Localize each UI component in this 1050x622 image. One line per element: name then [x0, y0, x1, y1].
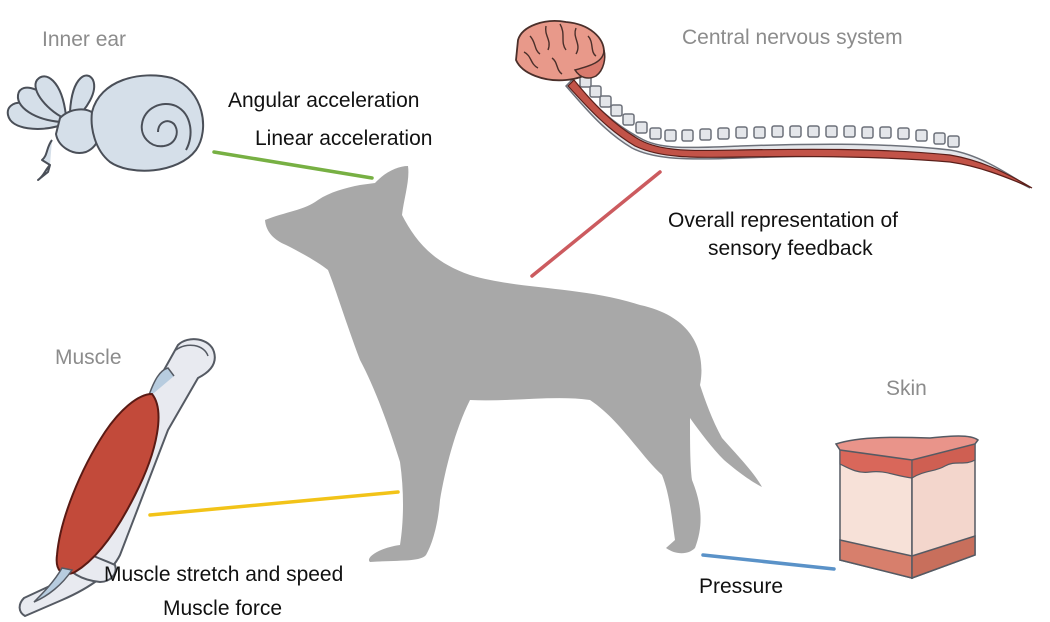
inner-ear-title: Inner ear — [42, 28, 127, 51]
connector-cns — [530, 170, 662, 278]
caption-overall-representation: Overall representation of — [668, 209, 898, 232]
skin-illustration — [834, 435, 980, 580]
skin-title: Skin — [886, 377, 927, 400]
cns-title: Central nervous system — [682, 26, 903, 49]
cns-illustration — [515, 20, 1033, 189]
connector-muscle — [148, 490, 400, 517]
dog-silhouette — [265, 166, 762, 562]
muscle-title: Muscle — [55, 346, 122, 369]
caption-linear-acceleration: Linear acceleration — [255, 127, 433, 150]
connector-inner-ear — [212, 150, 374, 180]
caption-muscle-force: Muscle force — [163, 597, 283, 620]
caption-angular-acceleration: Angular acceleration — [228, 89, 420, 112]
inner-ear-illustration — [6, 74, 205, 181]
caption-pressure: Pressure — [699, 575, 784, 598]
caption-sensory-feedback: sensory feedback — [708, 237, 873, 260]
caption-muscle-stretch-speed: Muscle stretch and speed — [104, 563, 344, 586]
connector-skin — [701, 553, 836, 571]
muscle-illustration — [18, 338, 216, 617]
